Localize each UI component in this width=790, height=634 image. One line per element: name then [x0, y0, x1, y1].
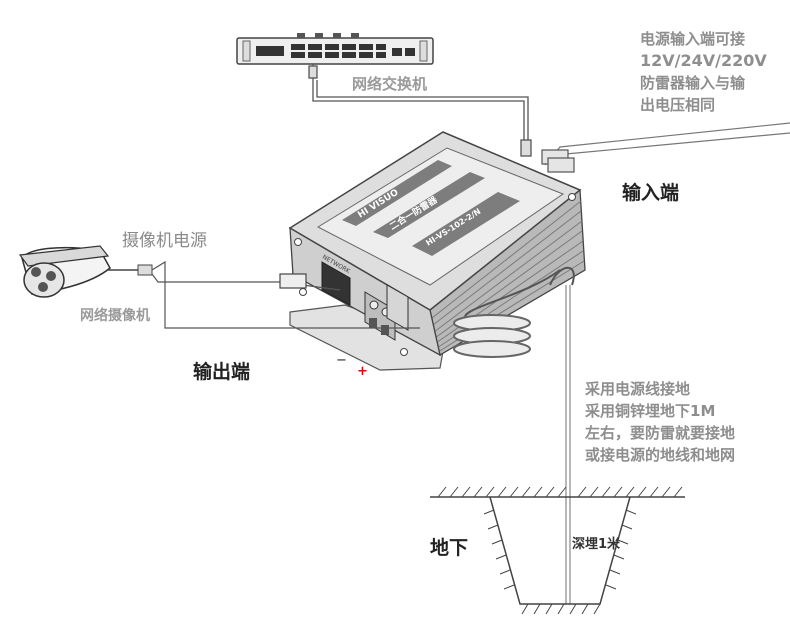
power-note-line: 电源输入端可接 [640, 30, 746, 48]
ground-note-line: 左右，要防雷就要接地 [585, 424, 736, 442]
ground-trench [430, 486, 685, 615]
surge-protector: HI VISUO 二合一防雷器 HI-VS-102-2/N NETWORK [288, 131, 586, 371]
underground-label: 地下 [430, 537, 469, 559]
camera-cables [151, 260, 420, 329]
switch-label: 网络交换机 [352, 75, 428, 93]
ground-note-line: 采用铜锌埋地下1M [585, 402, 716, 420]
minus-terminal-label: − [336, 353, 347, 368]
ground-cable [453, 266, 575, 604]
camera-power-label: 摄像机电源 [122, 231, 207, 251]
output-port-label: 输出端 [193, 361, 251, 383]
network-camera [18, 245, 153, 298]
depth-label: 深埋1米 [572, 537, 621, 552]
ground-note-line: 或接电源的地线和地网 [585, 446, 736, 464]
power-note-line: 防雷器输入与输 [640, 74, 746, 92]
power-input-note: 电源输入端可接 12V/24V/220V 防雷器输入与输 出电压相同 [640, 28, 767, 116]
power-note-line: 出电压相同 [640, 96, 716, 114]
grounding-note: 采用电源线接地 采用铜锌埋地下1M 左右，要防雷就要接地 或接电源的地线和地网 [585, 378, 735, 466]
switch-cable [308, 64, 532, 157]
network-switch [236, 33, 434, 65]
power-input-cable [541, 122, 790, 173]
plus-terminal-label: + [357, 364, 368, 379]
power-note-line: 12V/24V/220V [640, 51, 767, 70]
camera-label: 网络摄像机 [80, 308, 150, 324]
ground-note-line: 采用电源线接地 [585, 380, 691, 398]
input-port-label: 输入端 [622, 182, 680, 204]
